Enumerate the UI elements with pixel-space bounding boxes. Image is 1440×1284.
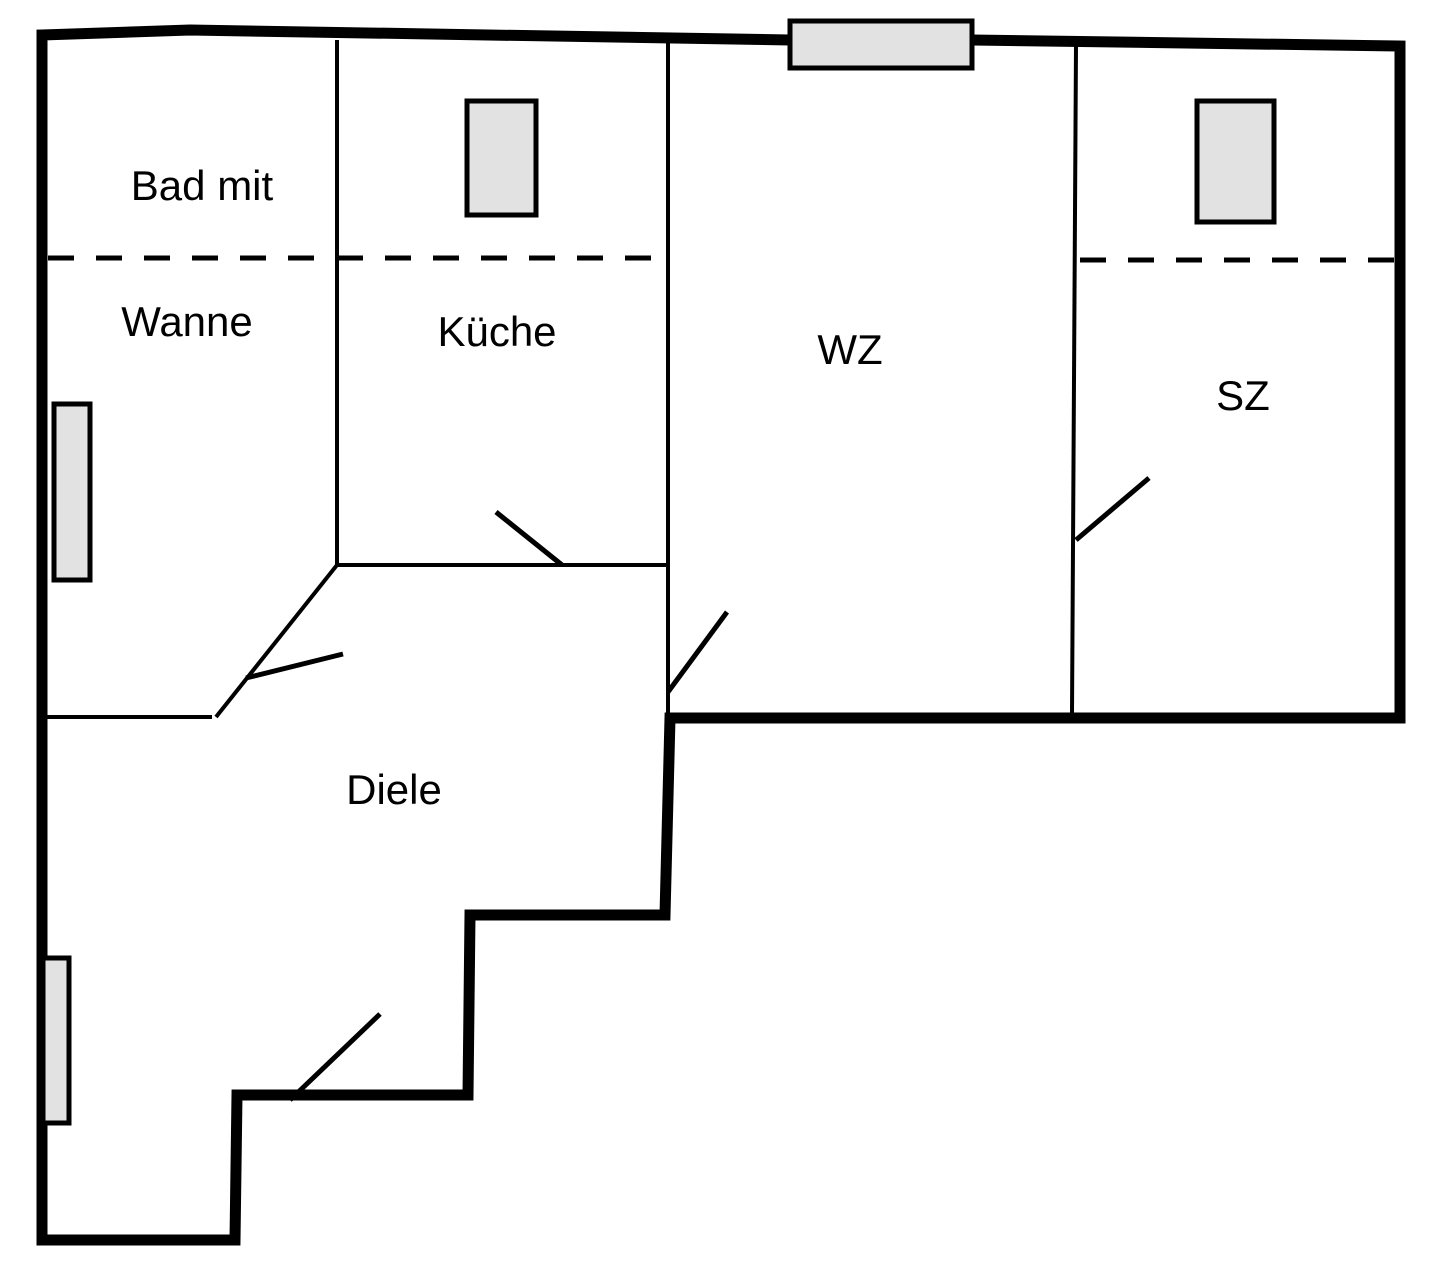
door-sz xyxy=(1074,476,1151,542)
label-bad-line1: Bad mit xyxy=(131,162,274,209)
window-bad xyxy=(51,401,93,583)
stove-kueche xyxy=(464,98,539,218)
label-sz: SZ xyxy=(1216,372,1270,419)
door-bad xyxy=(245,651,344,681)
door-kueche xyxy=(494,510,564,567)
door-entrance xyxy=(288,1012,382,1102)
label-kueche: Küche xyxy=(437,308,556,355)
wall-wz-sz xyxy=(1070,44,1078,715)
label-wz: WZ xyxy=(817,326,882,373)
door-wz xyxy=(665,610,730,694)
stove-sz xyxy=(1194,98,1277,225)
window-top xyxy=(787,18,975,71)
label-bad-line2: Wanne xyxy=(121,298,253,345)
label-diele: Diele xyxy=(346,766,442,813)
window-diele xyxy=(40,955,72,1126)
wall-diagonal-bad-diele xyxy=(214,563,339,719)
